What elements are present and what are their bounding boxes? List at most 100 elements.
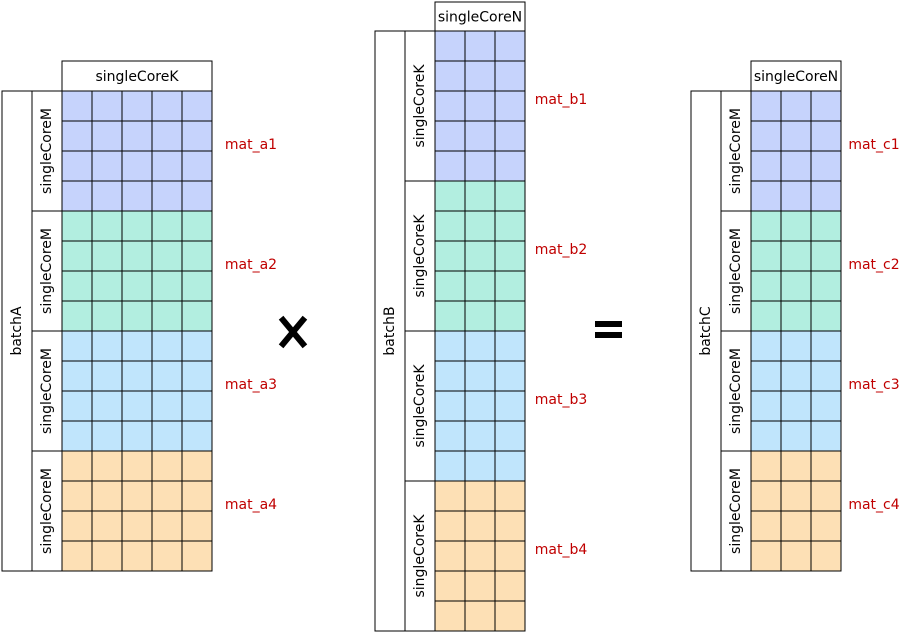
grid-cell	[181, 360, 213, 392]
grid-cell	[121, 150, 153, 182]
matrix-a-top-box	[61, 60, 213, 92]
grid-cell	[750, 120, 782, 152]
grid-cell	[810, 120, 842, 152]
grid-cell	[91, 300, 123, 332]
grid-cell	[810, 240, 842, 272]
grid-cell	[494, 120, 526, 152]
grid-cell	[61, 120, 93, 152]
grid-cell	[121, 210, 153, 242]
block-label-mat_c3: mat_c3	[848, 377, 899, 393]
matrix-b-batch-label: batchB	[382, 306, 398, 355]
matrix-c-top-label: singleCoreN	[754, 69, 838, 85]
grid-cell	[61, 270, 93, 302]
grid-cell	[91, 450, 123, 482]
grid-cell	[61, 210, 93, 242]
grid-cell	[151, 150, 183, 182]
grid-cell	[434, 180, 466, 212]
grid-cell	[464, 570, 496, 602]
grid-cell	[464, 510, 496, 542]
grid-cell	[780, 180, 812, 212]
grid-cell	[151, 390, 183, 422]
grid-cell	[91, 330, 123, 362]
grid-cell	[434, 300, 466, 332]
grid-cell	[121, 120, 153, 152]
grid-cell	[494, 510, 526, 542]
grid-cell	[780, 330, 812, 362]
grid-cell	[494, 600, 526, 632]
grid-cell	[91, 420, 123, 452]
grid-cell	[494, 60, 526, 92]
grid-cell	[61, 540, 93, 572]
block-label-mat_b3: mat_b3	[535, 392, 588, 408]
grid-cell	[810, 420, 842, 452]
grid-cell	[121, 270, 153, 302]
grid-cell	[750, 390, 782, 422]
grid-cell	[434, 210, 466, 242]
grid-cell	[181, 240, 213, 272]
grid-cell	[61, 300, 93, 332]
grid-cell	[464, 330, 496, 362]
grid-cell	[494, 540, 526, 572]
matrix-b-batch-box	[374, 30, 406, 632]
grid-cell	[181, 330, 213, 362]
grid-cell	[750, 510, 782, 542]
matrix-c-top-box	[750, 60, 842, 92]
grid-cell	[151, 180, 183, 212]
grid-cell	[810, 210, 842, 242]
block-side-label: singleCoreM	[728, 468, 744, 554]
grid-cell	[434, 360, 466, 392]
grid-cell	[121, 540, 153, 572]
grid-cell	[750, 540, 782, 572]
grid-cell	[494, 360, 526, 392]
grid-cell	[464, 60, 496, 92]
block-mat_c1: singleCoreM mat_c1	[720, 90, 900, 212]
grid-cell	[464, 210, 496, 242]
grid-cell	[494, 210, 526, 242]
grid-cell	[810, 510, 842, 542]
grid-cell	[151, 510, 183, 542]
grid-cell	[780, 300, 812, 332]
grid-cell	[494, 330, 526, 362]
grid-cell	[181, 90, 213, 122]
grid-cell	[810, 480, 842, 512]
grid-cell	[181, 210, 213, 242]
block-side-label: singleCoreK	[412, 214, 428, 298]
grid-cell	[151, 540, 183, 572]
grid-cell	[810, 270, 842, 302]
grid-cell	[750, 150, 782, 182]
block-side-label: singleCoreM	[728, 108, 744, 194]
matrix-b-top-label: singleCoreN	[438, 10, 522, 26]
grid-cell	[151, 120, 183, 152]
block-side-box	[720, 210, 752, 332]
block-side-box	[31, 90, 63, 212]
grid-cell	[151, 270, 183, 302]
grid-cell	[434, 420, 466, 452]
grid-cell	[464, 300, 496, 332]
grid-cell	[464, 120, 496, 152]
block-label-mat_c1: mat_c1	[848, 137, 899, 153]
grid-cell	[91, 390, 123, 422]
grid-cell	[780, 240, 812, 272]
grid-cell	[434, 600, 466, 632]
grid-cell	[494, 240, 526, 272]
grid-cell	[121, 390, 153, 422]
grid-cell	[464, 540, 496, 572]
grid-cell	[121, 420, 153, 452]
grid-cell	[181, 450, 213, 482]
grid-cell	[780, 210, 812, 242]
grid-cell	[810, 180, 842, 212]
grid-cell	[494, 270, 526, 302]
grid-cell	[181, 150, 213, 182]
block-side-label: singleCoreM	[39, 108, 55, 194]
block-label-mat_c2: mat_c2	[848, 257, 899, 273]
grid-cell	[151, 330, 183, 362]
multiply-icon	[278, 315, 308, 349]
block-side-label: singleCoreM	[39, 348, 55, 434]
grid-cell	[780, 420, 812, 452]
grid-cell	[494, 450, 526, 482]
grid-cell	[61, 510, 93, 542]
